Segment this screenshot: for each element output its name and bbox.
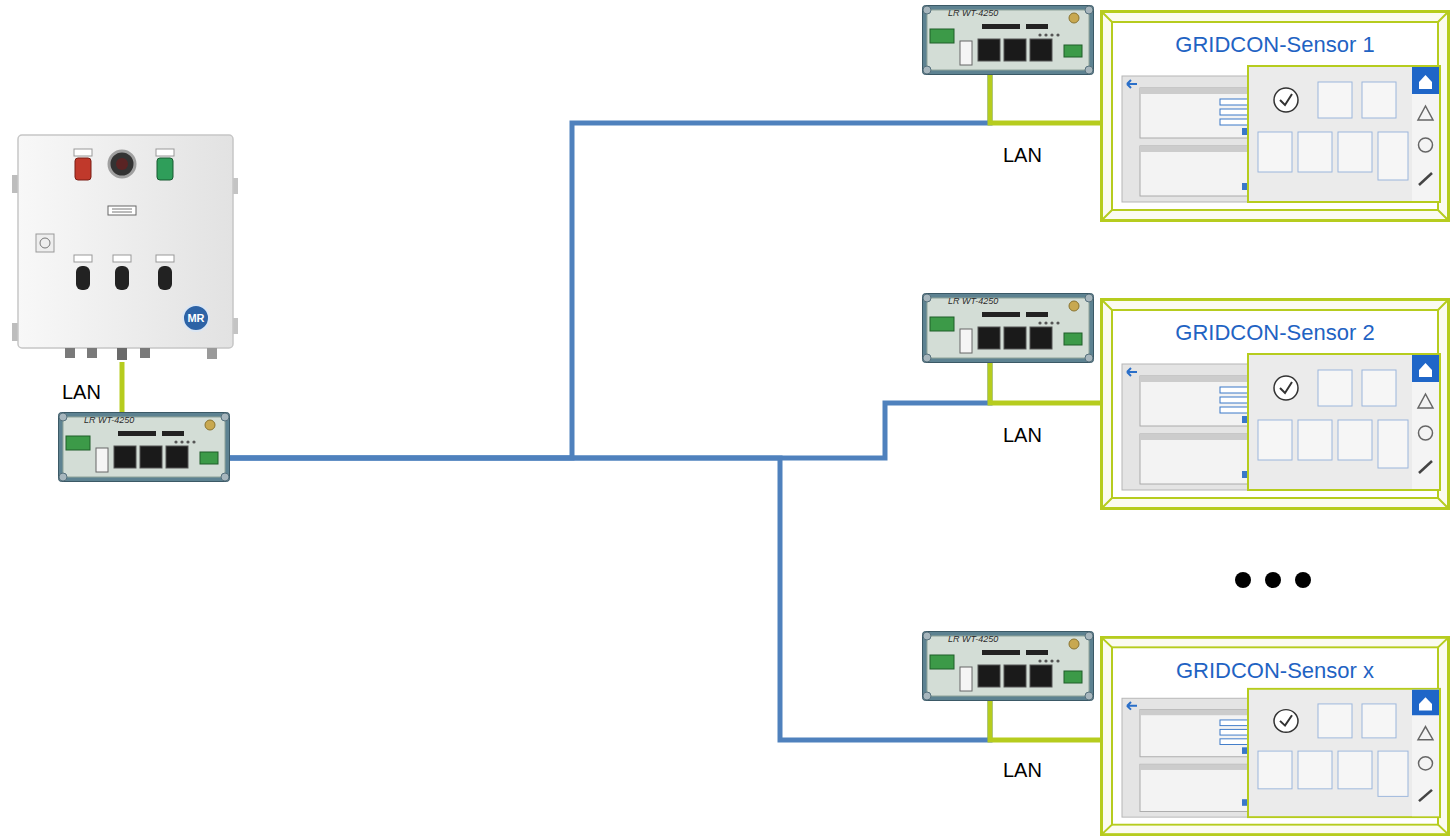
network-link — [230, 458, 990, 740]
continuation-dot — [1265, 572, 1281, 588]
node-text: GRIDCON-Sensor 1 — [1175, 32, 1374, 58]
connection-label: LAN — [62, 380, 101, 404]
router-device: LR WT-4250 — [58, 412, 230, 482]
control-cabinet: MR — [10, 130, 240, 362]
node-text: LR WT-4250 — [948, 8, 998, 19]
label-anchor: LAN — [1003, 143, 1042, 167]
router-device-outline — [58, 412, 230, 482]
lan-cable — [990, 701, 1100, 740]
continuation-dot — [1235, 572, 1251, 588]
sensor-panel: GRIDCON-Sensor 2 — [1100, 298, 1450, 510]
router-device: LR WT-4250 — [922, 293, 1094, 363]
node-text: GRIDCON-Sensor 2 — [1175, 320, 1374, 346]
router-device: LR WT-4250 — [922, 5, 1094, 75]
router-device-outline — [922, 631, 1094, 701]
router-device-drawing — [59, 413, 230, 482]
control-cabinet-drawing — [12, 135, 238, 360]
router-device-drawing — [923, 632, 1094, 701]
label-anchor: LAN — [1003, 423, 1042, 447]
sensor-panel-drawing — [1102, 300, 1449, 509]
label-anchor: LAN — [1003, 758, 1042, 782]
router-device-outline — [922, 293, 1094, 363]
lan-cable — [120, 362, 125, 412]
lan-cable — [990, 363, 1100, 403]
continuation-dot — [1295, 572, 1311, 588]
network-link — [230, 75, 990, 458]
sensor-panel-drawing — [1102, 637, 1449, 834]
sensor-panel: GRIDCON-Sensor x — [1100, 636, 1450, 836]
connection-label: LAN — [1003, 423, 1042, 447]
router-device: LR WT-4250 — [922, 631, 1094, 701]
network-link — [230, 363, 990, 458]
lan-cable — [990, 75, 1100, 123]
node-text: MR — [183, 311, 209, 325]
sensor-panel-drawing — [1102, 12, 1449, 221]
connection-label: LAN — [1003, 143, 1042, 167]
node-text: LR WT-4250 — [948, 634, 998, 645]
node-text: LR WT-4250 — [948, 296, 998, 307]
router-device-drawing — [923, 6, 1094, 75]
router-device-drawing — [923, 294, 1094, 363]
sensor-panel: GRIDCON-Sensor 1 — [1100, 10, 1450, 222]
router-device-outline — [922, 5, 1094, 75]
connector-group — [122, 75, 1100, 740]
label-anchor: LAN — [62, 380, 101, 404]
node-text: LR WT-4250 — [84, 415, 134, 426]
connection-label: LAN — [1003, 758, 1042, 782]
node-text: GRIDCON-Sensor x — [1176, 658, 1374, 684]
control-cabinet-outline — [10, 130, 240, 362]
